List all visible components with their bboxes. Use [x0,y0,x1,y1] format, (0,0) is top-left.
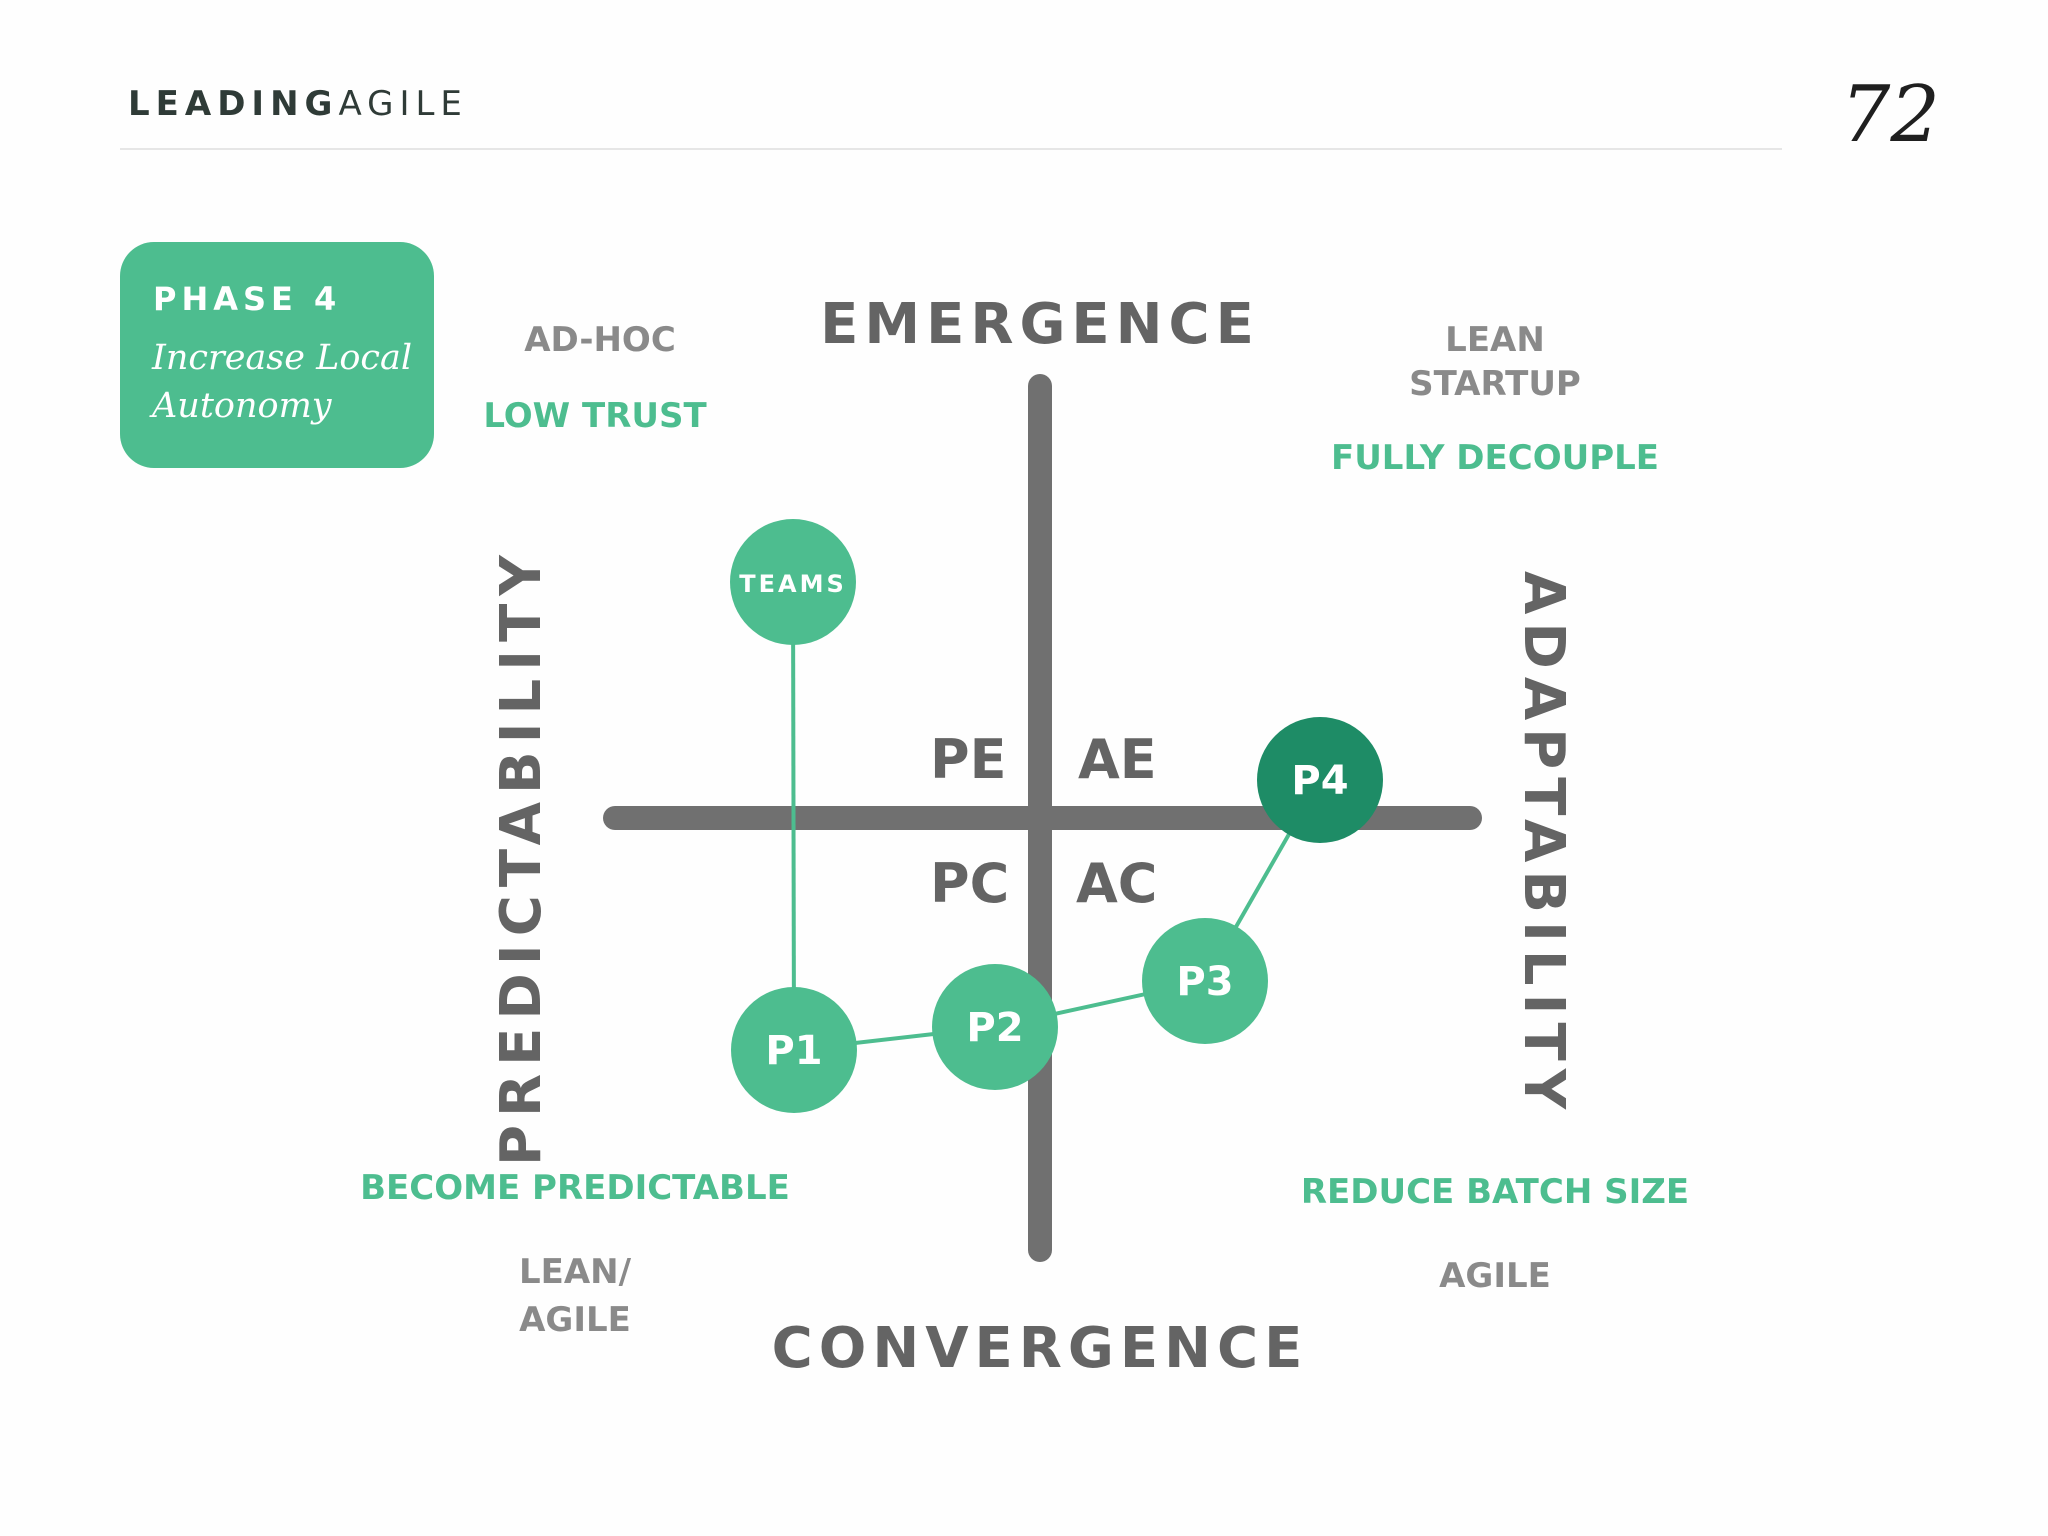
corner-top-left-goal: LOW TRUST [483,396,707,436]
quadrant-ac: AC [1076,852,1158,915]
node-teams-label: TEAMS [739,570,847,598]
quadrant-ae: AE [1078,728,1157,791]
corner-top-right-goal: FULLY DECOUPLE [1330,438,1660,478]
phase-title: PHASE 4 [153,280,342,318]
quadrant-pe: PE [930,728,1007,791]
phase-subtitle: Increase Local Autonomy [152,338,413,426]
node-p3: P3 [1142,918,1268,1044]
axis-label-bottom: CONVERGENCE [771,1316,1309,1381]
corner-top-right-style-2: STARTUP [1409,364,1581,404]
corner-bottom-left-style-2: AGILE [519,1300,631,1340]
header-divider [120,148,1782,150]
corner-bottom-right-style: AGILE [1439,1256,1551,1296]
node-p1: P1 [731,987,857,1113]
node-p1-label: P1 [765,1028,822,1074]
phase-card [120,242,434,468]
axis-label-top: EMERGENCE [820,292,1260,357]
node-p2-label: P2 [966,1005,1023,1051]
node-p4-label: P4 [1291,758,1348,804]
corner-top-left-style: AD-HOC [524,320,676,360]
corner-bottom-left-style-1: LEAN/ [518,1252,632,1292]
node-p3-label: P3 [1176,959,1233,1005]
quadrant-pc: PC [930,852,1010,915]
corner-top-right-style-1: LEAN [1445,320,1545,360]
node-p4: P4 [1257,717,1383,843]
brand-logo: LEADINGAGILE [128,84,468,124]
node-teams: TEAMS [730,519,856,645]
brand-logo-light: AGILE [338,84,468,124]
brand-logo-bold: LEADING [128,84,339,124]
page-number: 72 [1840,70,1940,160]
corner-bottom-left-goal: BECOME PREDICTABLE [360,1168,790,1208]
corner-bottom-right-goal: REDUCE BATCH SIZE [1300,1172,1690,1212]
connector-teams-p1 [791,581,796,1051]
node-p2: P2 [932,964,1058,1090]
